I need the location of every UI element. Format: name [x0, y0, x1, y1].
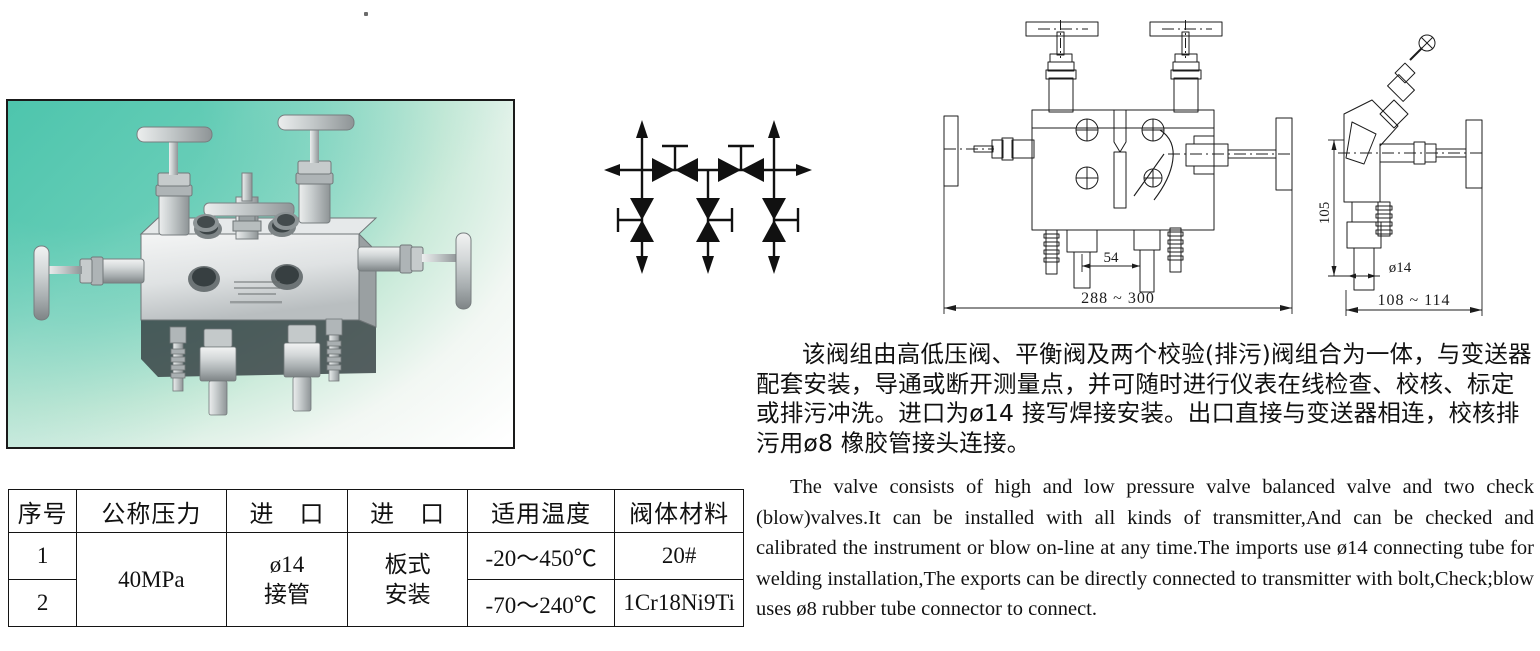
inlet-line-2: 接管 — [263, 581, 310, 607]
header-inlet: 进 口 — [225, 489, 349, 533]
product-photo — [6, 99, 515, 449]
dim-depth: 108 ~ 114 — [1377, 292, 1450, 309]
valve-schematic-symbol — [604, 120, 812, 274]
table-header-row: 序号 公称压力 进 口 进 口 适用温度 阀体材料 — [7, 489, 744, 533]
cell-index-2: 2 — [7, 579, 78, 627]
header-outlet: 进 口 — [347, 489, 468, 533]
cell-index-1: 1 — [7, 532, 78, 580]
header-temperature: 适用温度 — [466, 489, 616, 533]
cell-pressure-merged: 40MPa — [76, 532, 227, 627]
description-chinese: 该阀组由高低压阀、平衡阀及两个校验(排污)阀组合为一体，与变送器配套安装，导通或… — [756, 340, 1532, 457]
technical-drawing: 54 288 ~ 300 — [943, 20, 1483, 316]
outlet-line-2: 安装 — [384, 581, 431, 607]
outlet-line-1: 板式 — [384, 552, 431, 578]
cell-temperature-1: -20～450℃ — [466, 532, 616, 580]
inlet-line-1: ø14 — [269, 552, 305, 578]
dim-port-spacing: 54 — [1104, 250, 1120, 266]
cell-material-1: 20# — [614, 532, 744, 580]
header-pressure: 公称压力 — [76, 489, 227, 533]
dim-overall-length: 288 ~ 300 — [1081, 290, 1155, 307]
description-english: The valve consists of high and low press… — [756, 476, 1534, 620]
table-row: 1 40MPa ø14 接管 板式 安装 -20～450℃ 20# — [7, 532, 744, 627]
dim-port-diameter: ø14 — [1389, 260, 1412, 276]
description-block: 该阀组由高低压阀、平衡阀及两个校验(排污)阀组合为一体，与变送器配套安装，导通或… — [756, 340, 1534, 625]
cell-inlet-merged: ø14 接管 — [225, 532, 349, 627]
specification-table-container: 序号 公称压力 进 口 进 口 适用温度 阀体材料 1 40MPa ø14 接管 — [7, 489, 744, 627]
header-index: 序号 — [7, 489, 78, 533]
cell-temperature-2: -70～240℃ — [466, 579, 616, 627]
specification-table: 序号 公称压力 进 口 进 口 适用温度 阀体材料 1 40MPa ø14 接管 — [7, 489, 744, 627]
dim-height: 105 — [1317, 202, 1333, 225]
table-row: 2 -70～240℃ 1Cr18Ni9Ti — [7, 579, 744, 627]
header-material: 阀体材料 — [614, 489, 744, 533]
cell-material-2: 1Cr18Ni9Ti — [614, 579, 744, 627]
cell-outlet-merged: 板式 安装 — [347, 532, 468, 627]
valve-manifold-illustration — [33, 114, 472, 416]
scan-artifact-speck — [364, 12, 368, 16]
